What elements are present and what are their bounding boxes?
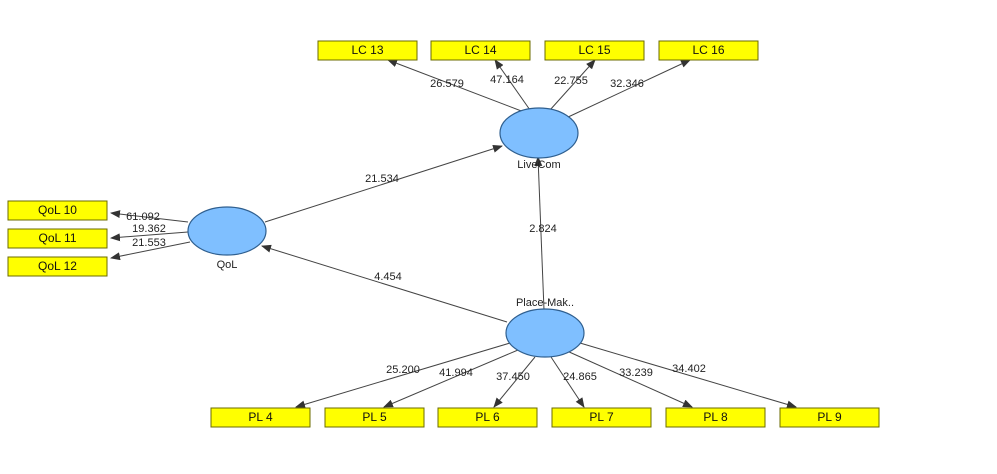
weight-qol-qol11: 19.362 bbox=[132, 223, 166, 235]
indicator-pl6[interactable]: PL 6 bbox=[437, 407, 538, 428]
indicator-qol12-label: QoL 12 bbox=[38, 259, 77, 273]
edge-qol-livecom bbox=[264, 144, 503, 223]
edge-placemak-pl4 bbox=[295, 342, 511, 409]
weight-placemak-pl6: 37.450 bbox=[496, 371, 530, 383]
indicator-lc13[interactable]: LC 13 bbox=[317, 40, 418, 61]
weight-placemak-qol: 4.454 bbox=[374, 271, 402, 283]
edge-livecom-lc14 bbox=[494, 59, 531, 111]
edge-placemak-pl8 bbox=[566, 350, 693, 408]
weight-qol-qol12: 21.553 bbox=[132, 237, 166, 249]
weight-qol-livecom: 21.534 bbox=[365, 173, 399, 185]
edge-placemak-pl5 bbox=[383, 349, 519, 408]
weight-placemak-livecom: 2.824 bbox=[529, 223, 557, 235]
indicator-lc16-label: LC 16 bbox=[692, 43, 724, 57]
indicator-pl5-label: PL 5 bbox=[362, 410, 387, 424]
edge-placemak-pl7 bbox=[550, 356, 585, 408]
indicator-pl7[interactable]: PL 7 bbox=[551, 407, 652, 428]
weight-placemak-pl5: 41.994 bbox=[439, 367, 473, 379]
weight-livecom-lc16: 32.346 bbox=[610, 78, 644, 90]
indicator-pl7-label: PL 7 bbox=[589, 410, 614, 424]
indicator-lc13-label: LC 13 bbox=[351, 43, 383, 57]
edge-qol-qol10 bbox=[110, 210, 189, 223]
indicator-pl4-label: PL 4 bbox=[248, 410, 273, 424]
weight-placemak-pl9: 34.402 bbox=[672, 363, 706, 375]
edge-livecom-lc16 bbox=[565, 59, 691, 119]
indicator-pl4[interactable]: PL 4 bbox=[210, 407, 311, 428]
latent-placemak-label: Place-Mak.. bbox=[516, 297, 574, 309]
indicator-qol12[interactable]: QoL 12 bbox=[7, 256, 108, 277]
weight-placemak-pl4: 25.200 bbox=[386, 364, 420, 376]
indicator-pl8[interactable]: PL 8 bbox=[665, 407, 766, 428]
edges-placemak bbox=[295, 342, 797, 409]
indicator-pl6-label: PL 6 bbox=[475, 410, 500, 424]
weight-placemak-pl7: 24.865 bbox=[563, 371, 597, 383]
indicator-pl9-label: PL 9 bbox=[817, 410, 842, 424]
edge-livecom-lc15 bbox=[549, 59, 596, 111]
indicator-qol11-label: QoL 11 bbox=[38, 231, 76, 245]
weight-livecom-lc14: 47.164 bbox=[490, 74, 524, 86]
indicator-lc15[interactable]: LC 15 bbox=[544, 40, 645, 61]
latent-qol-circle[interactable] bbox=[187, 206, 267, 256]
indicator-pl9[interactable]: PL 9 bbox=[779, 407, 880, 428]
latent-livecom-circle[interactable] bbox=[499, 107, 579, 159]
indicator-qol10-label: QoL 10 bbox=[38, 203, 77, 217]
latent-qol[interactable]: QoL bbox=[187, 206, 267, 271]
indicator-lc16[interactable]: LC 16 bbox=[658, 40, 759, 61]
indicator-lc15-label: LC 15 bbox=[578, 43, 610, 57]
edges-livecom bbox=[387, 59, 691, 119]
latent-qol-label: QoL bbox=[217, 259, 238, 271]
weight-placemak-pl8: 33.239 bbox=[619, 367, 653, 379]
indicator-lc14-label: LC 14 bbox=[464, 43, 496, 57]
edge-qol-qol11 bbox=[110, 231, 189, 242]
edges-qol bbox=[110, 210, 191, 261]
edge-placemak-qol bbox=[261, 244, 508, 323]
weight-qol-qol10: 61.092 bbox=[126, 211, 160, 223]
edge-qol-qol12 bbox=[110, 241, 191, 261]
edge-livecom-lc13 bbox=[387, 59, 525, 113]
latent-livecom-label: LiveCom bbox=[517, 159, 560, 171]
weight-labels: 26.579 47.164 22.755 32.346 61.092 19.36… bbox=[126, 74, 706, 383]
indicator-lc14[interactable]: LC 14 bbox=[430, 40, 531, 61]
indicator-pl5[interactable]: PL 5 bbox=[324, 407, 425, 428]
indicator-qol10[interactable]: QoL 10 bbox=[7, 200, 108, 221]
edges-structural bbox=[261, 144, 545, 323]
edge-placemak-livecom bbox=[534, 156, 545, 311]
weight-livecom-lc13: 26.579 bbox=[430, 78, 464, 90]
latent-placemak-circle[interactable] bbox=[505, 308, 585, 358]
edge-placemak-pl6 bbox=[493, 356, 536, 408]
latent-livecom[interactable]: LiveCom bbox=[499, 107, 579, 171]
edge-placemak-pl9 bbox=[579, 342, 797, 409]
indicator-qol11[interactable]: QoL 11 bbox=[7, 228, 108, 249]
latent-placemak[interactable]: Place-Mak.. bbox=[505, 297, 585, 358]
indicator-pl8-label: PL 8 bbox=[703, 410, 728, 424]
weight-livecom-lc15: 22.755 bbox=[554, 75, 588, 87]
